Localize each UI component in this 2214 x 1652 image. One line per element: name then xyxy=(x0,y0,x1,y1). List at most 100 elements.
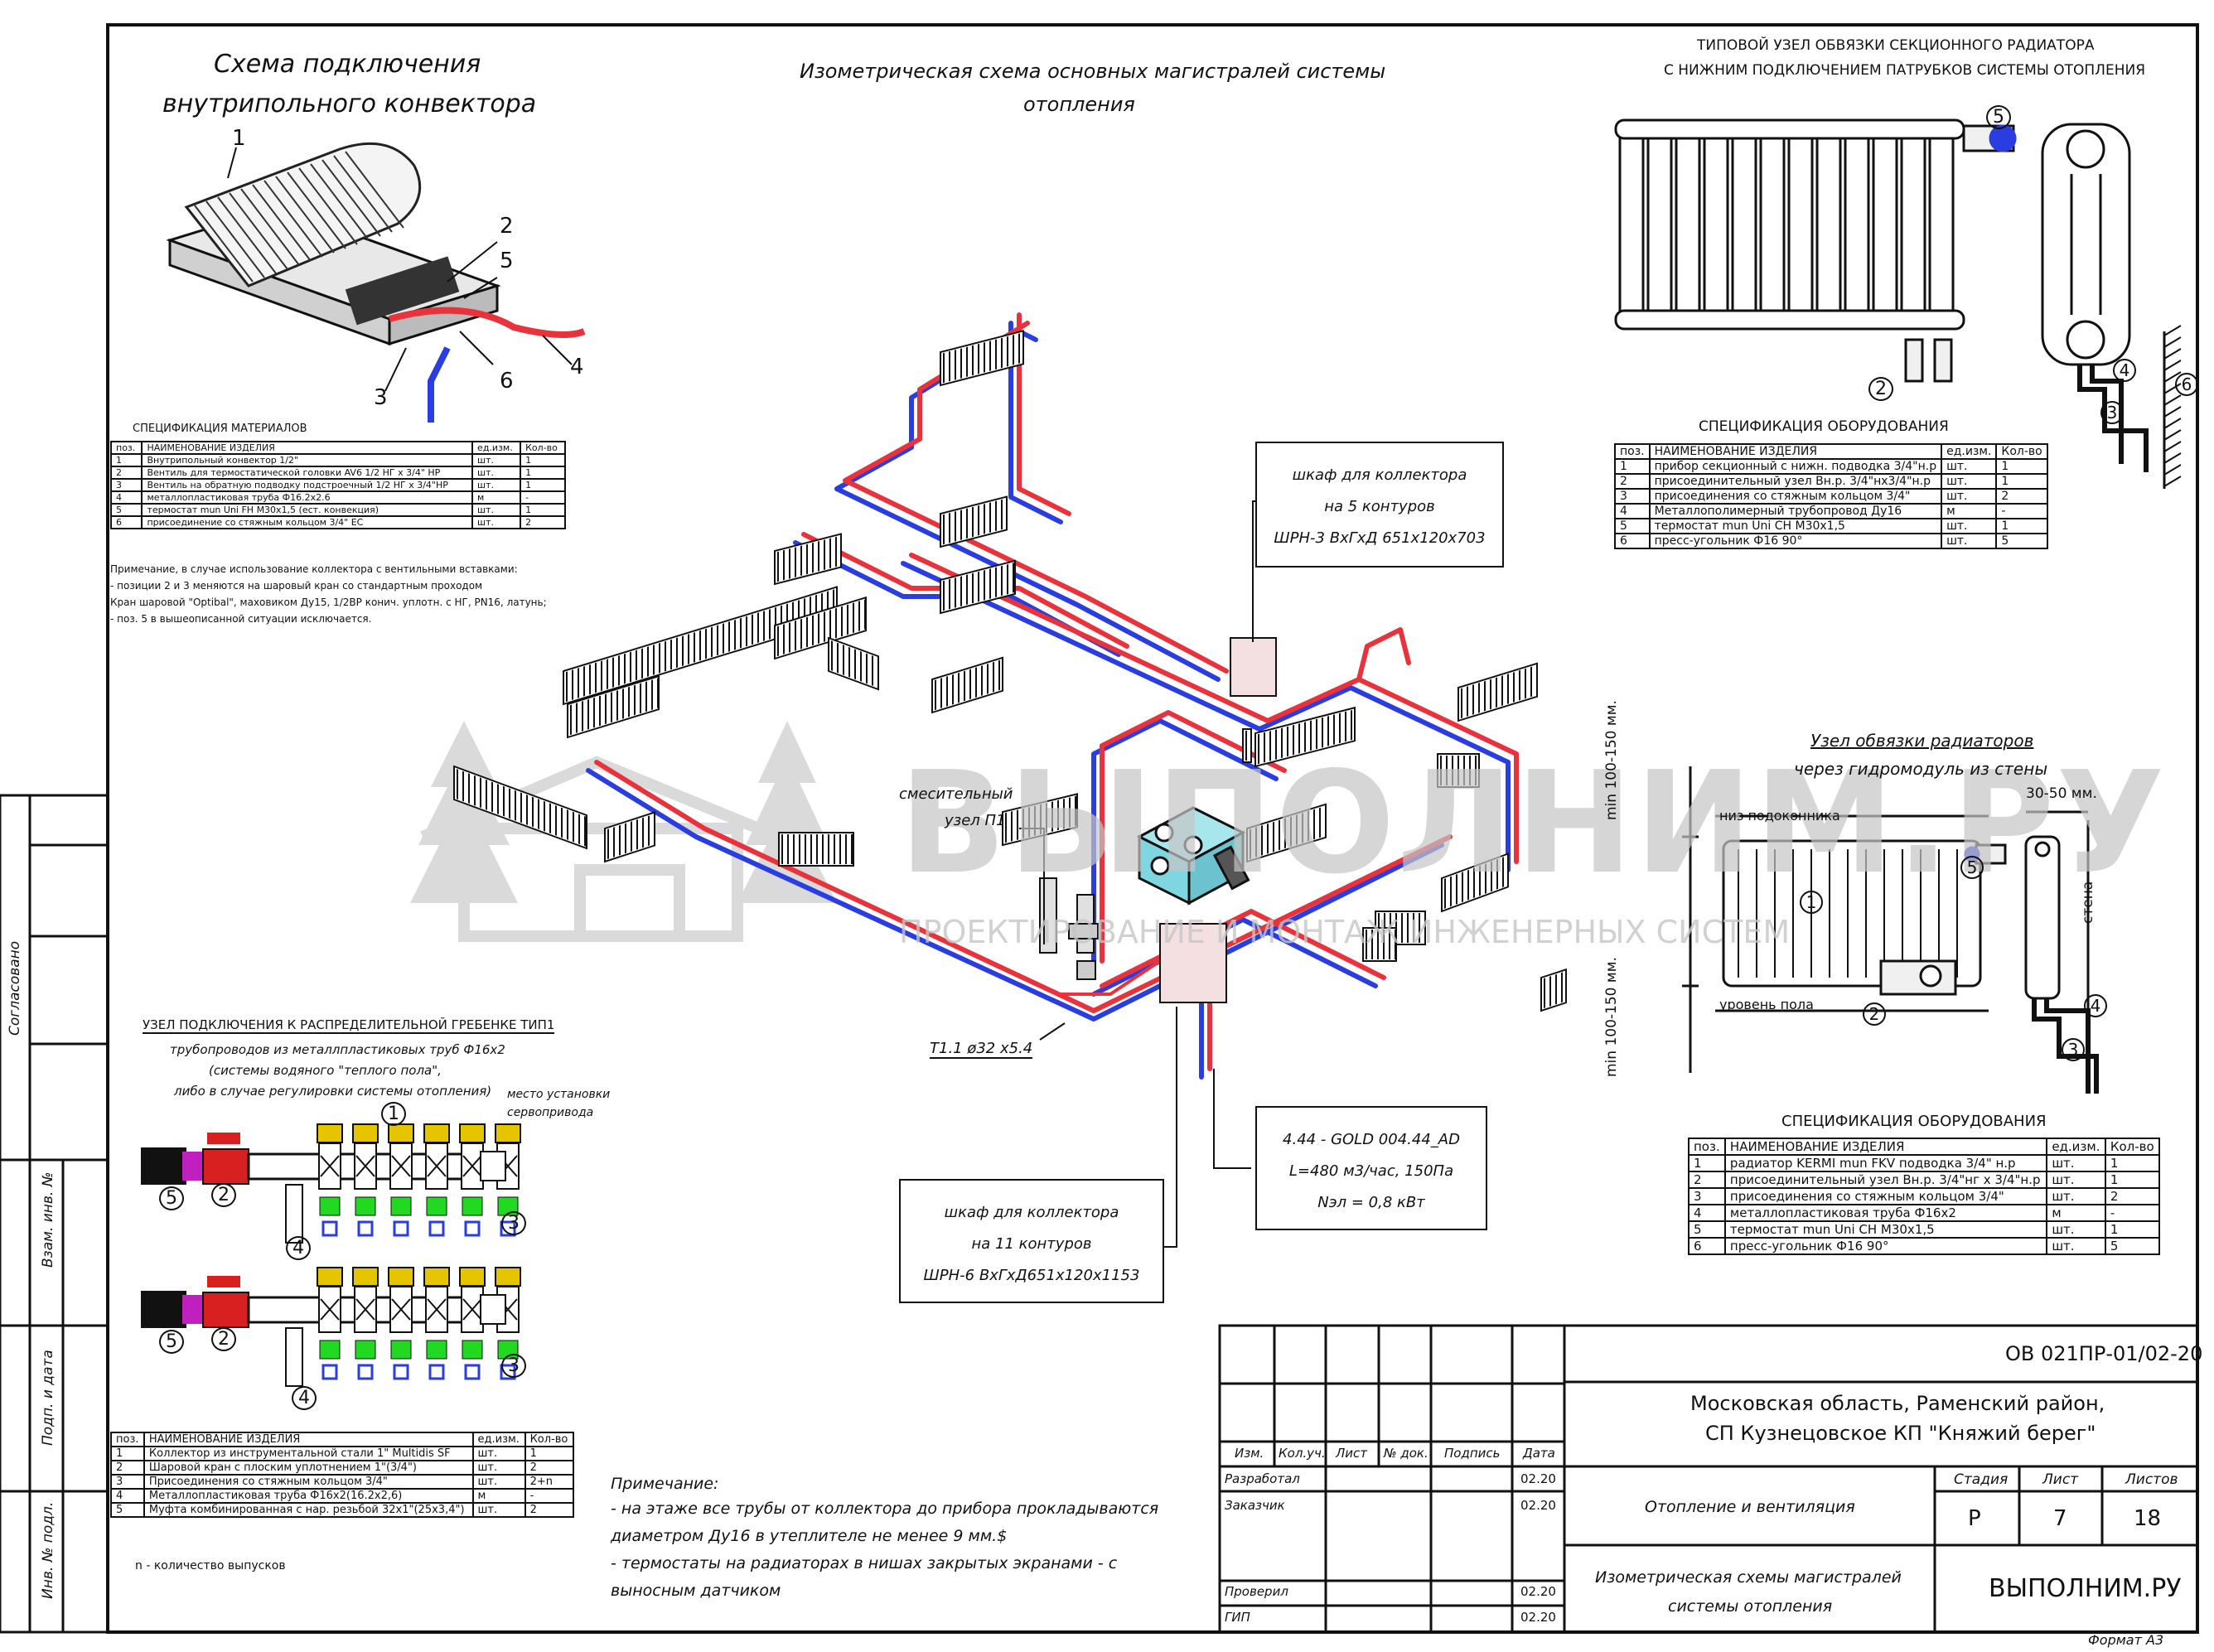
sect-callout-5: 5 xyxy=(1986,105,2011,129)
table-cell: 2 xyxy=(1688,1171,1726,1189)
brass-cap xyxy=(495,1123,521,1143)
iso-radiator-body xyxy=(1246,803,1327,863)
manifold-endcap xyxy=(480,1294,506,1325)
outlet-pipe xyxy=(464,1364,481,1380)
sect-spec-caption: СПЕЦИФИКАЦИЯ ОБОРУДОВАНИЯ xyxy=(1699,418,1949,435)
iso-radiator xyxy=(774,596,867,660)
convector-title-line1: Схема подключения xyxy=(214,50,481,79)
outlet-pipe xyxy=(321,1364,338,1380)
green-fitting xyxy=(319,1196,341,1216)
convector-callout-1: 1 xyxy=(232,126,246,151)
sectional-radiator-illustration xyxy=(1614,118,2182,489)
table-cell: шт. xyxy=(471,478,522,492)
tb-gip: ГИП xyxy=(1225,1610,1250,1625)
valve-handle xyxy=(207,1133,240,1144)
outlet-pipe xyxy=(428,1220,445,1237)
radiator-section xyxy=(1703,123,1729,325)
outlet-pipe xyxy=(393,1220,409,1237)
hydro-radiator-illustration xyxy=(1682,766,2099,1094)
manifold-endcap xyxy=(480,1151,506,1181)
tb-col-ndoc: № док. xyxy=(1384,1446,1428,1461)
brass-cap xyxy=(317,1267,343,1287)
table-cell: термостат mun Uni CH M30x1,5 xyxy=(1723,1220,2048,1239)
radiator-section xyxy=(1872,123,1898,325)
vent-line2: L=480 м3/час, 150Па xyxy=(1288,1162,1454,1180)
iso-radiator-body xyxy=(1540,968,1567,1012)
brass-cap xyxy=(423,1267,450,1287)
green-fitting xyxy=(426,1196,447,1216)
table-header-cell: Кол-во xyxy=(1995,443,2048,460)
radiator-section xyxy=(1900,123,1926,325)
sect-title-line2: С НИЖНИМ ПОДКЛЮЧЕНИЕМ ПАТРУБКОВ СИСТЕМЫ … xyxy=(1664,62,2146,79)
manifold-detail-illustration xyxy=(141,1123,521,1387)
iso-radiator xyxy=(453,765,587,850)
wall-hatch xyxy=(2163,464,2182,476)
grille-slat xyxy=(217,196,277,274)
table-cell: присоединение со стяжным кольцом 3/4" ЕС xyxy=(141,515,474,529)
table-cell: 4 xyxy=(1688,1204,1726,1222)
convector-callout-4: 4 xyxy=(570,355,584,379)
iso-radiator xyxy=(1246,803,1327,863)
main-title-line1: Изометрическая схема основных магистрале… xyxy=(800,60,1386,83)
tb-customer-date: 02.20 xyxy=(1520,1498,1556,1513)
brass-cap xyxy=(388,1267,414,1287)
radiator-section xyxy=(1928,123,1955,325)
table-cell: 5 xyxy=(110,1502,145,1518)
tb-developed-date: 02.20 xyxy=(1520,1471,1556,1486)
table-cell: 1 xyxy=(520,503,566,517)
table-cell: 4 xyxy=(110,1488,145,1504)
hydro-dim-wall: 30-50 мм. xyxy=(2026,785,2097,802)
table-header-cell: НАИМЕНОВАНИЕ ИЗДЕЛИЯ xyxy=(143,1432,474,1447)
cabinet-5-label: шкаф для коллектора на 5 контуров ШРН-3 … xyxy=(1255,442,1504,568)
servo-label-2: сервопривода xyxy=(507,1106,594,1119)
table-cell: прибор секционный с нижн. подводка 3/4"н… xyxy=(1648,458,1943,475)
iso-radiator-body xyxy=(828,636,879,691)
convector-note-2: - позиции 2 и 3 меняются на шаровый кран… xyxy=(110,580,483,592)
manifold-callout-1: 1 xyxy=(381,1102,406,1126)
radiator-section xyxy=(1731,123,1757,325)
hydro-callout-3: 3 xyxy=(2062,1038,2085,1061)
outlet-mark xyxy=(462,1298,482,1321)
outlet-pipe xyxy=(393,1364,409,1380)
cabinet-5-line3: ШРН-3 ВхГхД 651х120х703 xyxy=(1274,529,1486,547)
tb-stage-label: Стадия xyxy=(1954,1471,2009,1488)
radiator-section xyxy=(1675,123,1701,325)
cabinet-5-line1: шкаф для коллектора xyxy=(1292,466,1467,484)
tb-sheets: 18 xyxy=(2134,1506,2162,1531)
watermark-subtext: ПРОЕКТИРОВАНИЕ И МОНТАЖ ИНЖЕНЕРНЫХ СИСТЕ… xyxy=(899,914,1791,950)
radiator-section xyxy=(1787,123,1814,325)
tb-col-sign: Подпись xyxy=(1444,1446,1501,1461)
sect-callout-4-side: 4 xyxy=(2113,359,2136,382)
table-cell: шт. xyxy=(2046,1187,2106,1205)
manifold-bracket xyxy=(285,1184,303,1244)
convector-title-line2: внутрипольного конвектора xyxy=(162,89,537,118)
iso-radiator-body xyxy=(1457,662,1538,722)
table-cell: 2 xyxy=(524,1460,575,1476)
table-header-cell: ед.изм. xyxy=(2046,1138,2106,1156)
table-cell: 1 xyxy=(110,1446,145,1461)
table-cell: Металлопластиковая труба Ф16х2(16.2x2,6) xyxy=(143,1488,474,1504)
mixing-unit-label-1: смесительный xyxy=(899,785,1013,803)
table-cell: 2 xyxy=(520,515,566,529)
table-cell: термостат mun Uni CH M30x1,5 xyxy=(1648,518,1943,534)
table-cell: пресс-угольник Ф16 90° xyxy=(1723,1237,2048,1255)
radiator-section xyxy=(1815,123,1842,325)
manifold-title: УЗЕЛ ПОДКЛЮЧЕНИЯ К РАСПРЕДЕЛИТЕЛЬНОЙ ГРЕ… xyxy=(143,1017,555,1034)
table-cell: 1 xyxy=(109,453,143,467)
iso-radiator xyxy=(604,811,655,863)
table-cell: 4 xyxy=(109,490,143,505)
